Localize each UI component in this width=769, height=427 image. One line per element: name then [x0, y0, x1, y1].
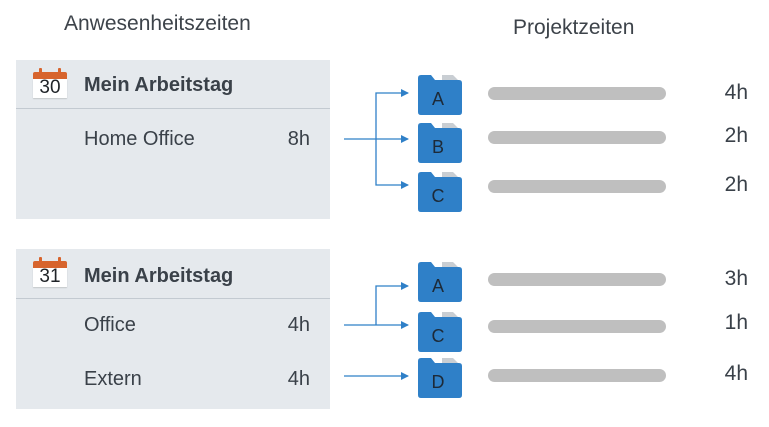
folder-icon: D — [418, 356, 462, 398]
project-letter: B — [431, 137, 444, 157]
entry-label-extern: Extern — [84, 368, 142, 390]
entry-hours-home-office: 8h — [287, 128, 310, 150]
arrow-home-office-to-a — [375, 89, 409, 139]
calendar-date: 30 — [39, 77, 61, 98]
project-letter: C — [431, 326, 445, 346]
folder-icon: B — [418, 121, 462, 163]
entry-hours-office: 4h — [287, 314, 310, 336]
calendar-icon: 31 — [33, 257, 67, 287]
project-bar — [488, 87, 666, 100]
panel-title: Mein Arbeitstag — [84, 265, 234, 287]
project-hours: 2h — [724, 173, 748, 196]
calendar-icon: 30 — [33, 68, 67, 98]
arrow-home-office-to-c — [375, 139, 409, 189]
panel-title: Mein Arbeitstag — [84, 74, 234, 96]
day-panel-30: 30 Mein Arbeitstag Home Office 8h — [16, 60, 330, 219]
attendance-heading: Anwesenheitszeiten — [64, 12, 251, 35]
project-letter: D — [431, 372, 445, 392]
project-letter: A — [431, 89, 444, 109]
project-hours: 4h — [724, 362, 748, 385]
project-bar — [488, 320, 666, 333]
project-hours: 1h — [724, 311, 748, 334]
project-letter: A — [431, 276, 444, 296]
project-bar — [488, 369, 666, 382]
entry-label-home-office: Home Office — [84, 128, 195, 150]
entry-label-office: Office — [84, 314, 136, 336]
divider — [16, 298, 330, 299]
project-hours: 2h — [724, 124, 748, 147]
project-hours: 3h — [724, 267, 748, 290]
project-bar — [488, 180, 666, 193]
project-bar — [488, 131, 666, 144]
calendar-date: 31 — [39, 266, 61, 287]
folder-icon: A — [418, 73, 462, 115]
projects-heading: Projektzeiten — [513, 16, 635, 39]
project-bar — [488, 273, 666, 286]
folder-icon: A — [418, 260, 462, 302]
project-hours: 4h — [724, 81, 748, 104]
entry-hours-extern: 4h — [287, 368, 310, 390]
folder-icon: C — [418, 170, 462, 212]
project-letter: C — [431, 186, 445, 206]
divider — [16, 108, 330, 109]
folder-icon: C — [418, 310, 462, 352]
day-panel-31: 31 Mein Arbeitstag Office 4h Extern 4h — [16, 249, 330, 409]
arrow-office-to-a — [375, 282, 409, 325]
